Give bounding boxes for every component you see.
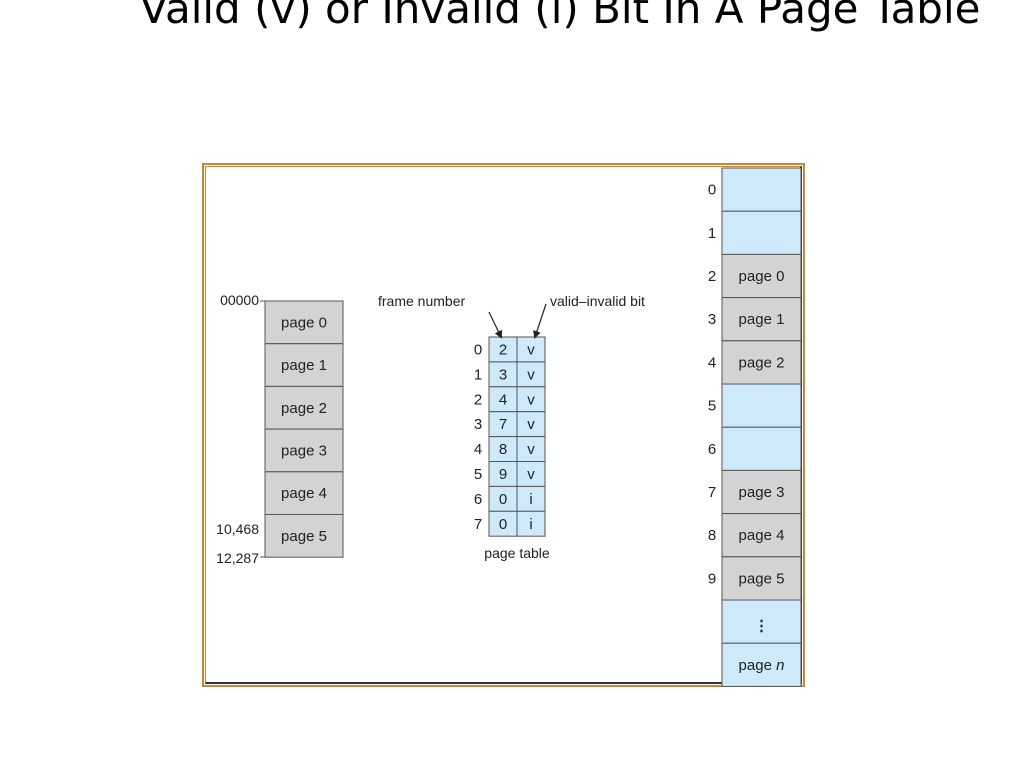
page-table-bit-cell <box>516 461 546 487</box>
physical-frame-index: 2 <box>708 268 716 285</box>
physical-frame-index: 0 <box>708 182 716 199</box>
physical-frame-index: 5 <box>708 398 716 415</box>
page-table-frame-number: 3 <box>499 366 507 383</box>
page-table-frame-number: 4 <box>499 391 507 408</box>
physical-frame-index: 8 <box>708 527 716 544</box>
logical-page-label: page 2 <box>281 400 327 417</box>
page-table-frame-cell <box>488 461 518 487</box>
physical-frame-index: 4 <box>708 354 716 371</box>
page-table-bit-cell <box>516 436 546 463</box>
page-table-valid-bit: v <box>527 391 535 408</box>
last-frame-italic: n <box>776 657 784 674</box>
page-table-valid-bit: v <box>527 466 535 483</box>
page-table-frame-number: 8 <box>499 441 507 458</box>
page-table-frame-number: 7 <box>499 416 507 433</box>
physical-frame-cell <box>721 253 802 299</box>
logical-page-label: page 4 <box>281 485 327 502</box>
page-table-bit-cell <box>516 336 546 363</box>
physical-frame-cell <box>721 469 802 515</box>
page-table-frame-number: 0 <box>499 491 507 508</box>
physical-frame-content: page 3 <box>739 484 785 501</box>
page-table-frame-cell <box>488 510 518 537</box>
physical-ellipsis-cell <box>721 599 802 644</box>
page-table-valid-bit: v <box>527 366 535 383</box>
page-table-index: 5 <box>474 466 482 483</box>
physical-frame-index: 3 <box>708 311 716 328</box>
page-table-valid-bit: i <box>529 516 532 533</box>
physical-frame-index: 7 <box>708 484 716 501</box>
page-table-bit-cell <box>516 510 546 537</box>
valid-invalid-arrow <box>533 303 547 339</box>
physical-frame-cell <box>721 167 802 212</box>
address-10468: 10,468 <box>216 521 259 537</box>
slide-title: Valid (v) or Invalid (i) Bit In A Page T… <box>139 0 981 33</box>
valid-invalid-label: valid–invalid bit <box>550 293 645 309</box>
last-frame-prefix: page <box>739 657 777 674</box>
page-table-bit-cell <box>516 386 546 413</box>
physical-frame-content: page 2 <box>739 354 785 371</box>
page-table-index: 7 <box>474 516 482 533</box>
physical-ellipsis: ⋮ <box>754 618 769 635</box>
physical-frame-cell <box>721 513 802 558</box>
page-table-valid-bit: v <box>527 416 535 433</box>
logical-page-label: page 3 <box>281 442 327 459</box>
page-table-bit-cell <box>516 411 546 438</box>
page-table-valid-bit: v <box>527 441 535 458</box>
physical-frame-cell <box>721 383 802 428</box>
physical-frame-index: 6 <box>708 441 716 458</box>
logical-page-label: page 1 <box>281 357 327 374</box>
physical-frame-cell <box>721 340 802 385</box>
address-start: 00000 <box>220 292 259 308</box>
logical-page-cell <box>264 300 344 345</box>
physical-frame-content: page 0 <box>739 268 785 285</box>
page-table-frame-number: 9 <box>499 466 507 483</box>
page-table-valid-bit: v <box>527 341 535 358</box>
address-12287: 12,287 <box>216 550 259 566</box>
page-table-frame-cell <box>488 485 518 512</box>
logical-page-label: page 5 <box>281 528 327 545</box>
page-table-frame-cell <box>488 336 518 363</box>
physical-frame-cell <box>721 297 802 342</box>
logical-page-cell <box>264 514 344 558</box>
page-table-frame-number: 0 <box>499 516 507 533</box>
frame-number-arrow <box>488 311 503 339</box>
logical-memory: page 0 page 1 page 2 page 3 page 4 page 5 <box>264 300 344 558</box>
page-table-index: 3 <box>474 416 482 433</box>
page-table-valid-bit: i <box>529 491 532 508</box>
page-table-index: 0 <box>474 341 482 358</box>
page-table-index: 2 <box>474 391 482 408</box>
page-table-bit-cell <box>516 361 546 388</box>
page-table-caption: page table <box>484 545 550 561</box>
physical-frame-cell <box>721 210 802 255</box>
physical-last-frame-label: page n <box>739 657 785 674</box>
physical-frame-index: 1 <box>708 225 716 242</box>
page-table-index: 1 <box>474 366 482 383</box>
page-table-bit-cell <box>516 485 546 512</box>
page-table-index: 6 <box>474 491 482 508</box>
page-table-frame-number: 2 <box>499 341 507 358</box>
physical-memory: 0 1 2 page 0 3 page 1 4 page 2 5 6 7 page 3 8 page 4 9… <box>708 167 802 687</box>
physical-frame-cell <box>721 556 802 601</box>
page-table-index: 4 <box>474 441 482 458</box>
physical-last-frame-cell <box>721 642 802 687</box>
physical-frame-index: 9 <box>708 570 716 587</box>
physical-frame-content: page 5 <box>739 570 785 587</box>
page-table-frame-cell <box>488 361 518 388</box>
logical-page-label: page 0 <box>281 314 327 331</box>
physical-frame-cell <box>721 426 802 471</box>
frame-number-label: frame number <box>378 293 465 309</box>
logical-page-cell <box>264 471 344 515</box>
page-table-frame-cell <box>488 411 518 438</box>
physical-frame-content: page 4 <box>739 527 785 544</box>
physical-frame-content: page 1 <box>739 311 785 328</box>
